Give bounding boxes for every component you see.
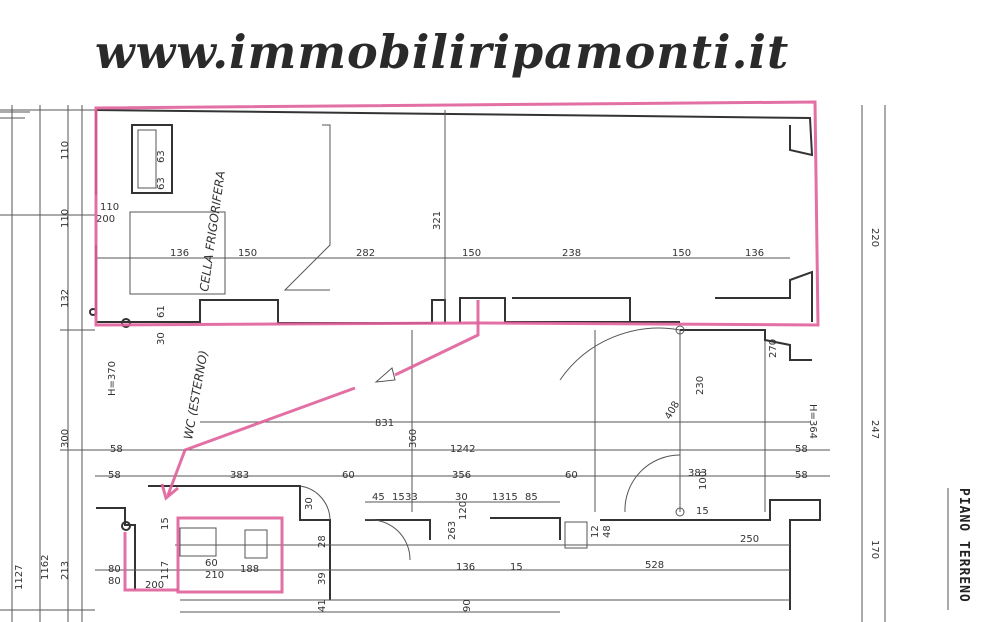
svg-text:117: 117: [160, 561, 171, 580]
svg-text:408: 408: [663, 399, 682, 421]
left-dimension-lines: [0, 105, 95, 622]
svg-text:188: 188: [240, 564, 259, 575]
svg-text:48: 48: [602, 525, 613, 538]
svg-text:282: 282: [356, 248, 375, 259]
svg-text:63: 63: [156, 177, 167, 190]
svg-text:80: 80: [108, 564, 121, 575]
arrow-shaft-2: [166, 386, 356, 496]
svg-text:90: 90: [462, 599, 473, 612]
svg-text:150: 150: [462, 248, 481, 259]
arrow-head-1: [374, 367, 396, 383]
svg-text:H=364: H=364: [807, 404, 818, 439]
svg-text:30: 30: [156, 332, 167, 345]
svg-text:13: 13: [492, 492, 505, 503]
svg-text:360: 360: [408, 429, 419, 448]
svg-text:58: 58: [108, 470, 121, 481]
svg-text:238: 238: [562, 248, 581, 259]
svg-text:220: 220: [869, 228, 880, 247]
svg-text:15: 15: [696, 506, 709, 517]
svg-text:383: 383: [688, 468, 707, 479]
svg-text:41: 41: [317, 599, 328, 612]
svg-text:45: 45: [372, 492, 385, 503]
svg-text:210: 210: [205, 570, 224, 581]
top-row-dimensions: 136 150 282 150 238 150 136 321: [170, 211, 764, 259]
svg-text:110: 110: [100, 202, 119, 213]
svg-text:60: 60: [565, 470, 578, 481]
arrow-shaft: [394, 300, 480, 377]
svg-text:85: 85: [525, 492, 538, 503]
svg-text:270: 270: [768, 339, 779, 358]
left-vertical-dimensions: 110 110 200 110 132 30 300 213 1162 1127…: [14, 141, 167, 590]
svg-text:247: 247: [869, 420, 880, 439]
svg-text:15: 15: [510, 562, 523, 573]
svg-text:39: 39: [317, 572, 328, 585]
highlight-wc-room: [176, 516, 284, 594]
svg-text:170: 170: [869, 540, 880, 559]
svg-text:15: 15: [505, 492, 518, 503]
svg-text:200: 200: [96, 214, 115, 225]
svg-text:136: 136: [456, 562, 475, 573]
svg-text:356: 356: [452, 470, 471, 481]
right-vertical-dimensions: 220 247 170: [861, 105, 886, 622]
svg-text:136: 136: [170, 248, 189, 259]
bottom-row-dimensions: 60 210 188 136 15 528 250 80 80 200 90 4…: [108, 497, 759, 612]
lower-section-walls: [89, 308, 821, 613]
svg-text:61: 61: [156, 305, 167, 318]
svg-text:58: 58: [795, 444, 808, 455]
svg-text:33: 33: [405, 492, 418, 503]
svg-text:528: 528: [645, 560, 664, 571]
svg-text:60: 60: [342, 470, 355, 481]
svg-text:60: 60: [205, 558, 218, 569]
svg-text:230: 230: [695, 376, 706, 395]
svg-text:12: 12: [590, 525, 601, 538]
svg-text:15: 15: [160, 517, 171, 530]
arrow-head-2: [160, 483, 179, 501]
svg-text:28: 28: [317, 535, 328, 548]
svg-text:100: 100: [698, 471, 709, 490]
svg-text:63: 63: [156, 150, 167, 163]
svg-text:831: 831: [375, 418, 394, 429]
row-small-dimensions: 45 15 33 30 13 15 85 120 263: [365, 492, 560, 540]
svg-text:250: 250: [740, 534, 759, 545]
svg-text:136: 136: [745, 248, 764, 259]
svg-text:H=370: H=370: [107, 361, 118, 396]
svg-text:110: 110: [60, 141, 71, 160]
svg-text:15: 15: [392, 492, 405, 503]
row-383-dimensions: 58 383 60 356 60 383 58: [108, 468, 808, 481]
highlight-overlay: [94, 100, 820, 594]
cella-frigorifera-label: CELLA FRIGORIFERA: [197, 170, 228, 293]
svg-text:150: 150: [238, 248, 257, 259]
svg-text:1162: 1162: [40, 555, 51, 580]
svg-text:383: 383: [230, 470, 249, 481]
svg-text:110: 110: [60, 209, 71, 228]
svg-text:321: 321: [432, 211, 443, 230]
highlight-wc-corridor: [123, 532, 178, 592]
wc-label: WC (ESTERNO): [181, 349, 210, 440]
svg-text:58: 58: [795, 470, 808, 481]
svg-text:120: 120: [458, 501, 469, 520]
svg-text:58: 58: [110, 444, 123, 455]
watermark-text: www.immobiliripamonti.it: [95, 25, 789, 79]
svg-text:1242: 1242: [450, 444, 475, 455]
sheet-label: PIANO TERRENO: [956, 488, 971, 603]
svg-text:1127: 1127: [14, 565, 25, 590]
highlight-main-room: [94, 100, 820, 327]
svg-text:263: 263: [447, 521, 458, 540]
svg-text:30: 30: [455, 492, 468, 503]
svg-text:150: 150: [672, 248, 691, 259]
svg-text:200: 200: [145, 580, 164, 591]
svg-text:80: 80: [108, 576, 121, 587]
svg-text:132: 132: [60, 289, 71, 308]
svg-text:300: 300: [60, 429, 71, 448]
svg-text:30: 30: [304, 497, 315, 510]
svg-text:213: 213: [60, 561, 71, 580]
